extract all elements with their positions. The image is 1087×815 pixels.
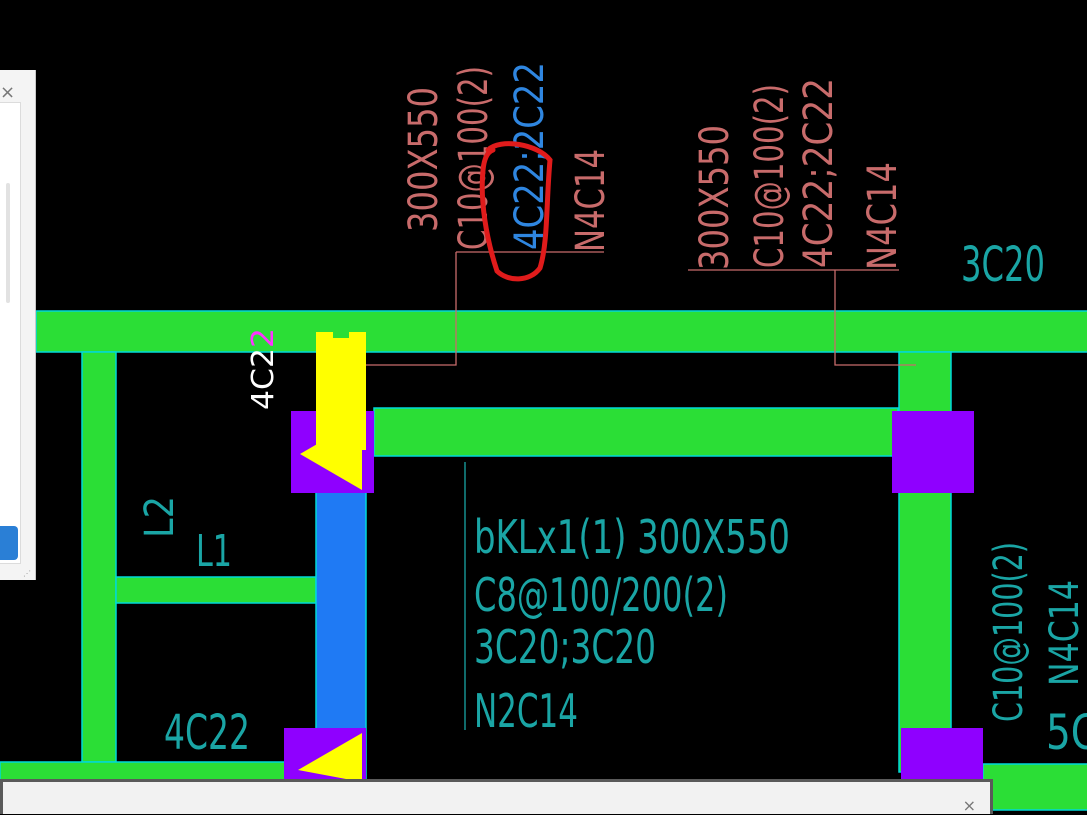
beam1-topbars-label: 4C22;2C22 bbox=[507, 62, 553, 250]
beam2-stirrup-label: C10@100(2) bbox=[747, 84, 793, 268]
beam3-bars-label: 3C20;3C20 bbox=[474, 620, 656, 674]
left-label-l2: L2 bbox=[137, 496, 183, 538]
left-side-panel: × ⋰ bbox=[0, 70, 36, 580]
arrow-marker-top bbox=[300, 418, 362, 490]
leader-line-beam2 bbox=[834, 270, 916, 366]
beam3-waist-label: N2C14 bbox=[474, 684, 578, 738]
beam1-stirrup-label: C10@100(2) bbox=[451, 66, 497, 250]
column-right-top bbox=[892, 411, 974, 493]
beam2-waist-label: N4C14 bbox=[860, 162, 906, 270]
leader-line-beam1 bbox=[366, 252, 457, 366]
left-panel-scrollbar[interactable] bbox=[6, 183, 10, 303]
right-bars-partial-label: 5C bbox=[1046, 705, 1087, 761]
beam2-topbars-label: 4C22;2C22 bbox=[796, 78, 842, 268]
right-top-label: 3C20 bbox=[961, 237, 1045, 293]
column-yellow-marker bbox=[333, 326, 349, 338]
beam3-stirrup-label: C8@100/200(2) bbox=[474, 568, 728, 622]
beam1-waist-label: N4C14 bbox=[568, 149, 614, 252]
beam-left-crossbar bbox=[115, 576, 317, 604]
column-bars-label: 4C22 bbox=[246, 328, 281, 410]
bottom-left-label: 4C22 bbox=[164, 705, 250, 761]
arrow-marker-bottom bbox=[298, 733, 362, 782]
left-panel-close-icon[interactable]: × bbox=[0, 82, 16, 103]
beam2-size-label: 300X550 bbox=[692, 125, 738, 270]
beam-left-vertical bbox=[81, 351, 117, 763]
resize-grip-icon[interactable]: ⋰ bbox=[23, 569, 31, 578]
beam3-name-label: bKLx1(1) 300X550 bbox=[474, 510, 790, 564]
beam-top-horizontal bbox=[35, 310, 1087, 353]
bottom-panel-close-icon[interactable]: × bbox=[962, 796, 976, 815]
column-right-bottom bbox=[901, 728, 983, 780]
beam-middle-horizontal bbox=[373, 407, 899, 457]
left-label-l1: L1 bbox=[196, 526, 232, 577]
bottom-panel: × bbox=[0, 779, 993, 814]
beam-bottom-right bbox=[982, 763, 1087, 811]
red-markup-circle bbox=[479, 141, 553, 282]
right-stirrup-label: C10@100(2) bbox=[986, 542, 1032, 722]
right-waist-label: N4C14 bbox=[1042, 580, 1087, 686]
beam1-size-label: 300X550 bbox=[401, 87, 447, 232]
left-panel-action-button[interactable] bbox=[0, 526, 18, 560]
left-panel-content bbox=[0, 102, 21, 564]
beam-bottom-left bbox=[0, 761, 311, 781]
